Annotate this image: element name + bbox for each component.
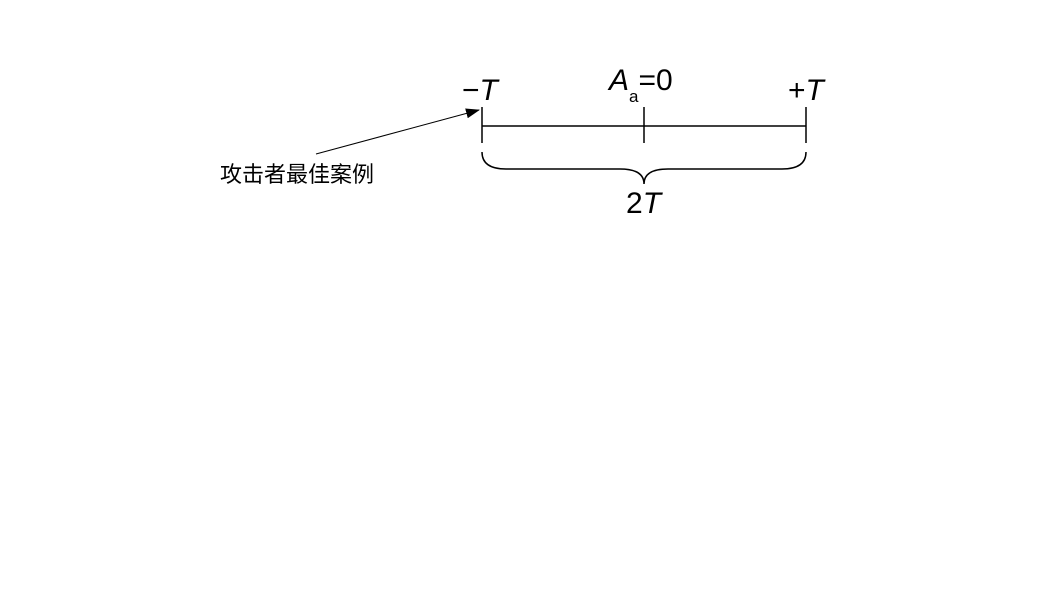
- span-label: 2T: [626, 187, 664, 220]
- left-bound-label: −T: [462, 74, 501, 107]
- center-label: Aa=0: [607, 64, 673, 106]
- span-coefficient: 2: [626, 187, 643, 220]
- left-sign: −: [462, 74, 480, 107]
- annotation-label: 攻击者最佳案例: [220, 163, 374, 188]
- right-sign: +: [788, 74, 806, 107]
- right-variable: T: [806, 74, 827, 107]
- range-brace: [481, 151, 807, 185]
- right-bound-label: +T: [788, 74, 827, 107]
- left-variable: T: [480, 74, 501, 107]
- center-subscript: a: [629, 87, 639, 106]
- span-variable: T: [643, 187, 664, 220]
- annotation-arrow: [315, 108, 480, 155]
- center-equals: =0: [638, 64, 672, 97]
- center-variable: A: [607, 64, 629, 97]
